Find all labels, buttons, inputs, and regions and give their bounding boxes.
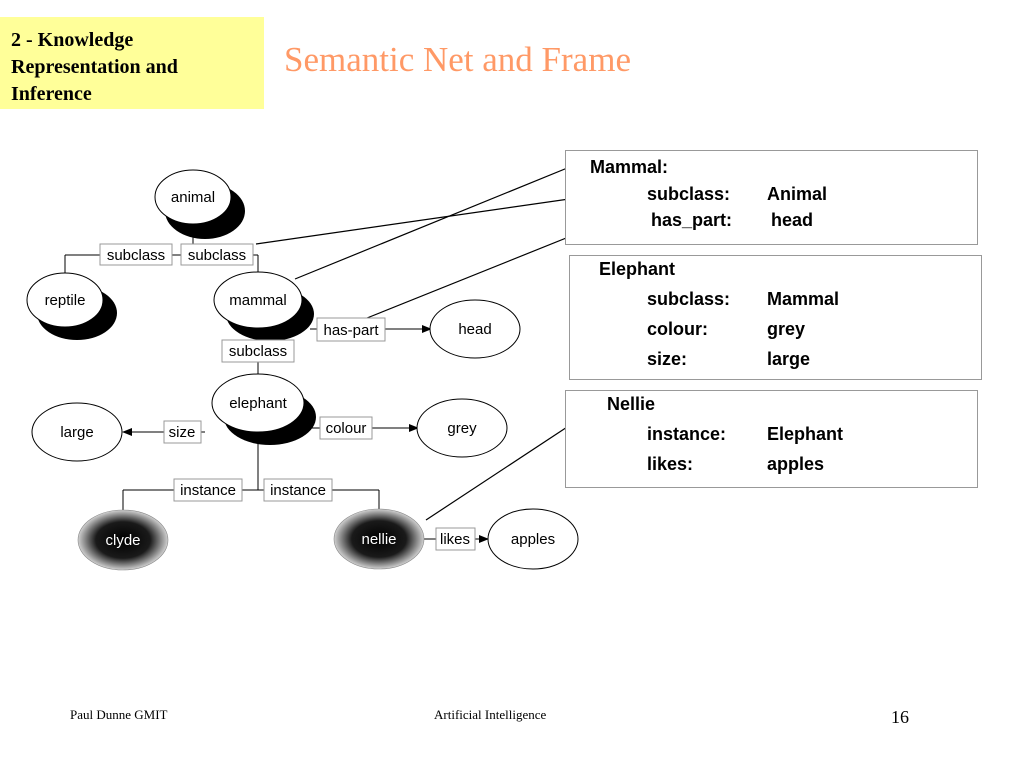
link-likes: likes [435, 527, 476, 551]
link-colour-label: colour [326, 420, 367, 437]
node-elephant-label: elephant [229, 395, 287, 412]
section-label-line3: Inference [11, 83, 92, 105]
node-large-label: large [60, 424, 93, 441]
frame-elephant [569, 255, 982, 380]
frame-elephant-key-size: size: [647, 349, 688, 369]
link-subclass-elephant: subclass [221, 339, 295, 363]
footer-author: Paul Dunne GMIT [70, 707, 168, 722]
frame-nellie-value-instance: Elephant [767, 424, 844, 444]
link-size: size [163, 420, 202, 444]
section-label-line1: 2 - Knowledge [11, 29, 134, 51]
link-has-part: has-part [316, 317, 386, 342]
frame-elephant-value-size: large [767, 349, 811, 369]
section-label: 2 - Knowledge Representation and Inferen… [0, 17, 264, 109]
link-instance-right: instance [263, 478, 333, 502]
link-subclass-right-label: subclass [188, 247, 246, 264]
frame-nellie-key-instance: instance: [647, 424, 727, 444]
node-mammal-label: mammal [229, 292, 287, 309]
link-instance-left-label: instance [180, 482, 236, 499]
node-nellie: nellie [333, 508, 425, 570]
link-subclass-right: subclass [180, 243, 254, 266]
frame-nellie-title: Nellie [607, 394, 656, 414]
node-grey: grey [416, 398, 508, 458]
link-instance-right-label: instance [270, 482, 326, 499]
frame-mammal-title: Mammal: [590, 157, 669, 177]
node-grey-label: grey [447, 420, 477, 437]
section-label-line2: Representation and [11, 56, 178, 78]
slide-title: Semantic Net and Frame [284, 40, 631, 79]
node-mammal: mammal [213, 271, 314, 341]
frame-mammal-key-subclass: subclass: [647, 184, 731, 204]
frame-mammal-value-subclass: Animal [767, 184, 828, 204]
link-instance-left: instance [173, 478, 243, 502]
node-elephant: elephant [211, 373, 316, 445]
node-animal-label: animal [171, 189, 215, 206]
link-subclass-left: subclass [99, 243, 173, 266]
node-apples-label: apples [511, 531, 555, 548]
frame-elephant-title: Elephant [599, 259, 676, 279]
link-likes-label: likes [440, 531, 470, 548]
footer-course: Artificial Intelligence [434, 707, 547, 722]
frame-mammal [565, 150, 978, 245]
frame-nellie [565, 390, 978, 488]
frame-elephant-key-subclass: subclass: [647, 289, 731, 309]
link-subclass-elephant-label: subclass [229, 343, 287, 360]
frame-mammal-value-has-part: head [771, 210, 814, 230]
frame-elephant-key-colour: colour: [647, 319, 708, 339]
link-has-part-label: has-part [323, 322, 379, 339]
frame-nellie-key-likes: likes: [647, 454, 694, 474]
node-animal: animal [154, 169, 245, 239]
frame-mammal-key-has-part: has_part: [651, 210, 733, 230]
link-colour: colour [319, 416, 373, 440]
node-apples: apples [487, 508, 579, 570]
link-subclass-left-label: subclass [107, 247, 165, 264]
link-size-label: size [169, 424, 196, 441]
node-head-label: head [458, 321, 491, 338]
node-reptile: reptile [26, 272, 117, 340]
frame-nellie-value-likes: apples [767, 454, 825, 474]
node-head: head [429, 299, 521, 359]
node-reptile-label: reptile [45, 292, 86, 309]
node-nellie-label: nellie [361, 531, 396, 548]
page-number: 16 [891, 707, 909, 727]
frame-elephant-value-colour: grey [767, 319, 806, 339]
node-clyde: clyde [77, 509, 169, 571]
node-clyde-label: clyde [105, 532, 140, 549]
node-large: large [31, 402, 123, 462]
frame-elephant-value-subclass: Mammal [767, 289, 840, 309]
